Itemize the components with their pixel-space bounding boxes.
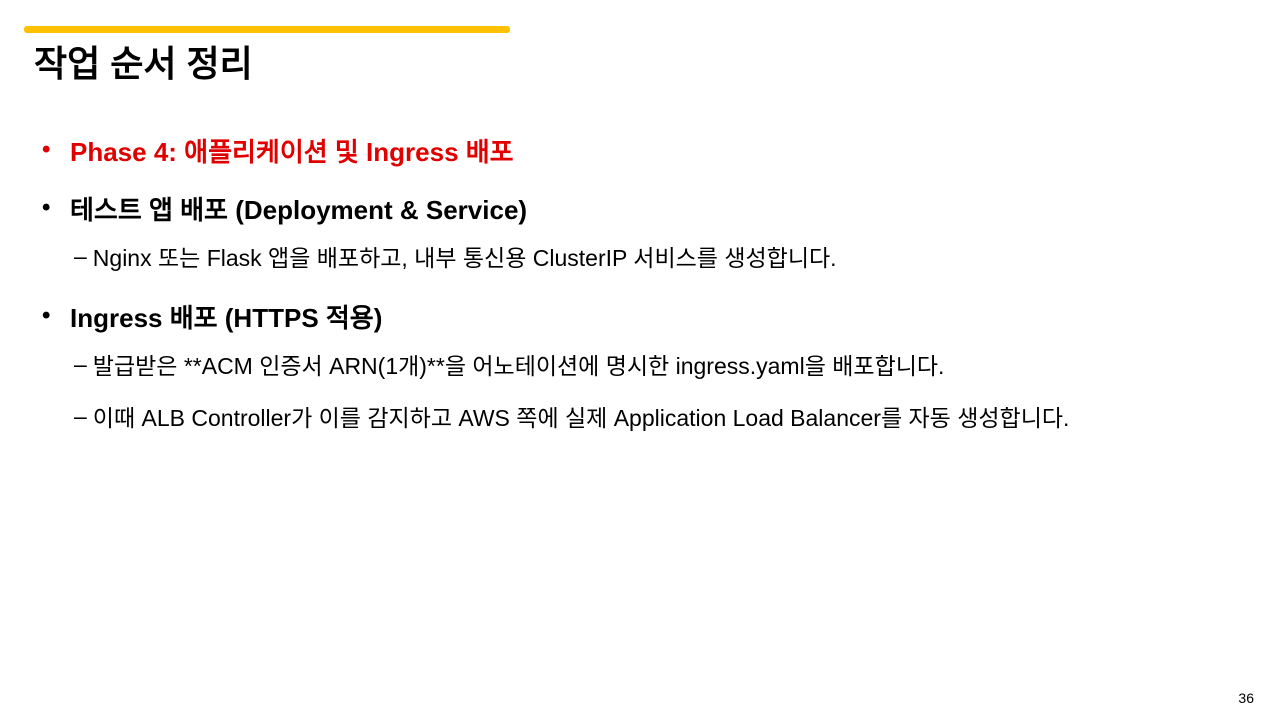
sub-item: – Nginx 또는 Flask 앱을 배포하고, 내부 통신용 Cluster… — [40, 230, 1260, 282]
bullet-text: 테스트 앱 배포 (Deployment & Service) — [70, 194, 528, 225]
dash-icon: – — [74, 350, 87, 377]
bullet-text: Ingress 배포 (HTTPS 적용) — [70, 302, 383, 333]
sub-item: – 발급받은 **ACM 인증서 ARN(1개)**을 어노테이션에 명시한 i… — [40, 338, 1260, 390]
sub-item-text: 발급받은 **ACM 인증서 ARN(1개)**을 어노테이션에 명시한 ing… — [92, 353, 945, 379]
sub-item-text: 이때 ALB Controller가 이를 감지하고 AWS 쪽에 실제 App… — [92, 405, 1070, 431]
sub-item-text: Nginx 또는 Flask 앱을 배포하고, 내부 통신용 ClusterIP… — [92, 245, 837, 271]
dash-icon: – — [74, 402, 87, 429]
dash-icon: – — [74, 242, 87, 269]
bullet-ingress-deploy: • Ingress 배포 (HTTPS 적용) — [40, 294, 1260, 338]
title-accent-bar — [24, 26, 510, 33]
bullet-test-app-deploy: • 테스트 앱 배포 (Deployment & Service) — [40, 186, 1260, 230]
slide-title: 작업 순서 정리 — [34, 43, 253, 84]
bullet-dot-icon: • — [42, 136, 51, 163]
bullet-dot-icon: • — [42, 194, 51, 221]
page-number: 36 — [1238, 690, 1254, 706]
bullet-text: Phase 4: 애플리케이션 및 Ingress 배포 — [70, 136, 514, 167]
bullet-phase-4: • Phase 4: 애플리케이션 및 Ingress 배포 — [40, 128, 1260, 172]
slide-content: • Phase 4: 애플리케이션 및 Ingress 배포 • 테스트 앱 배… — [40, 128, 1260, 442]
bullet-dot-icon: • — [42, 302, 51, 329]
sub-item: – 이때 ALB Controller가 이를 감지하고 AWS 쪽에 실제 A… — [40, 390, 1260, 442]
